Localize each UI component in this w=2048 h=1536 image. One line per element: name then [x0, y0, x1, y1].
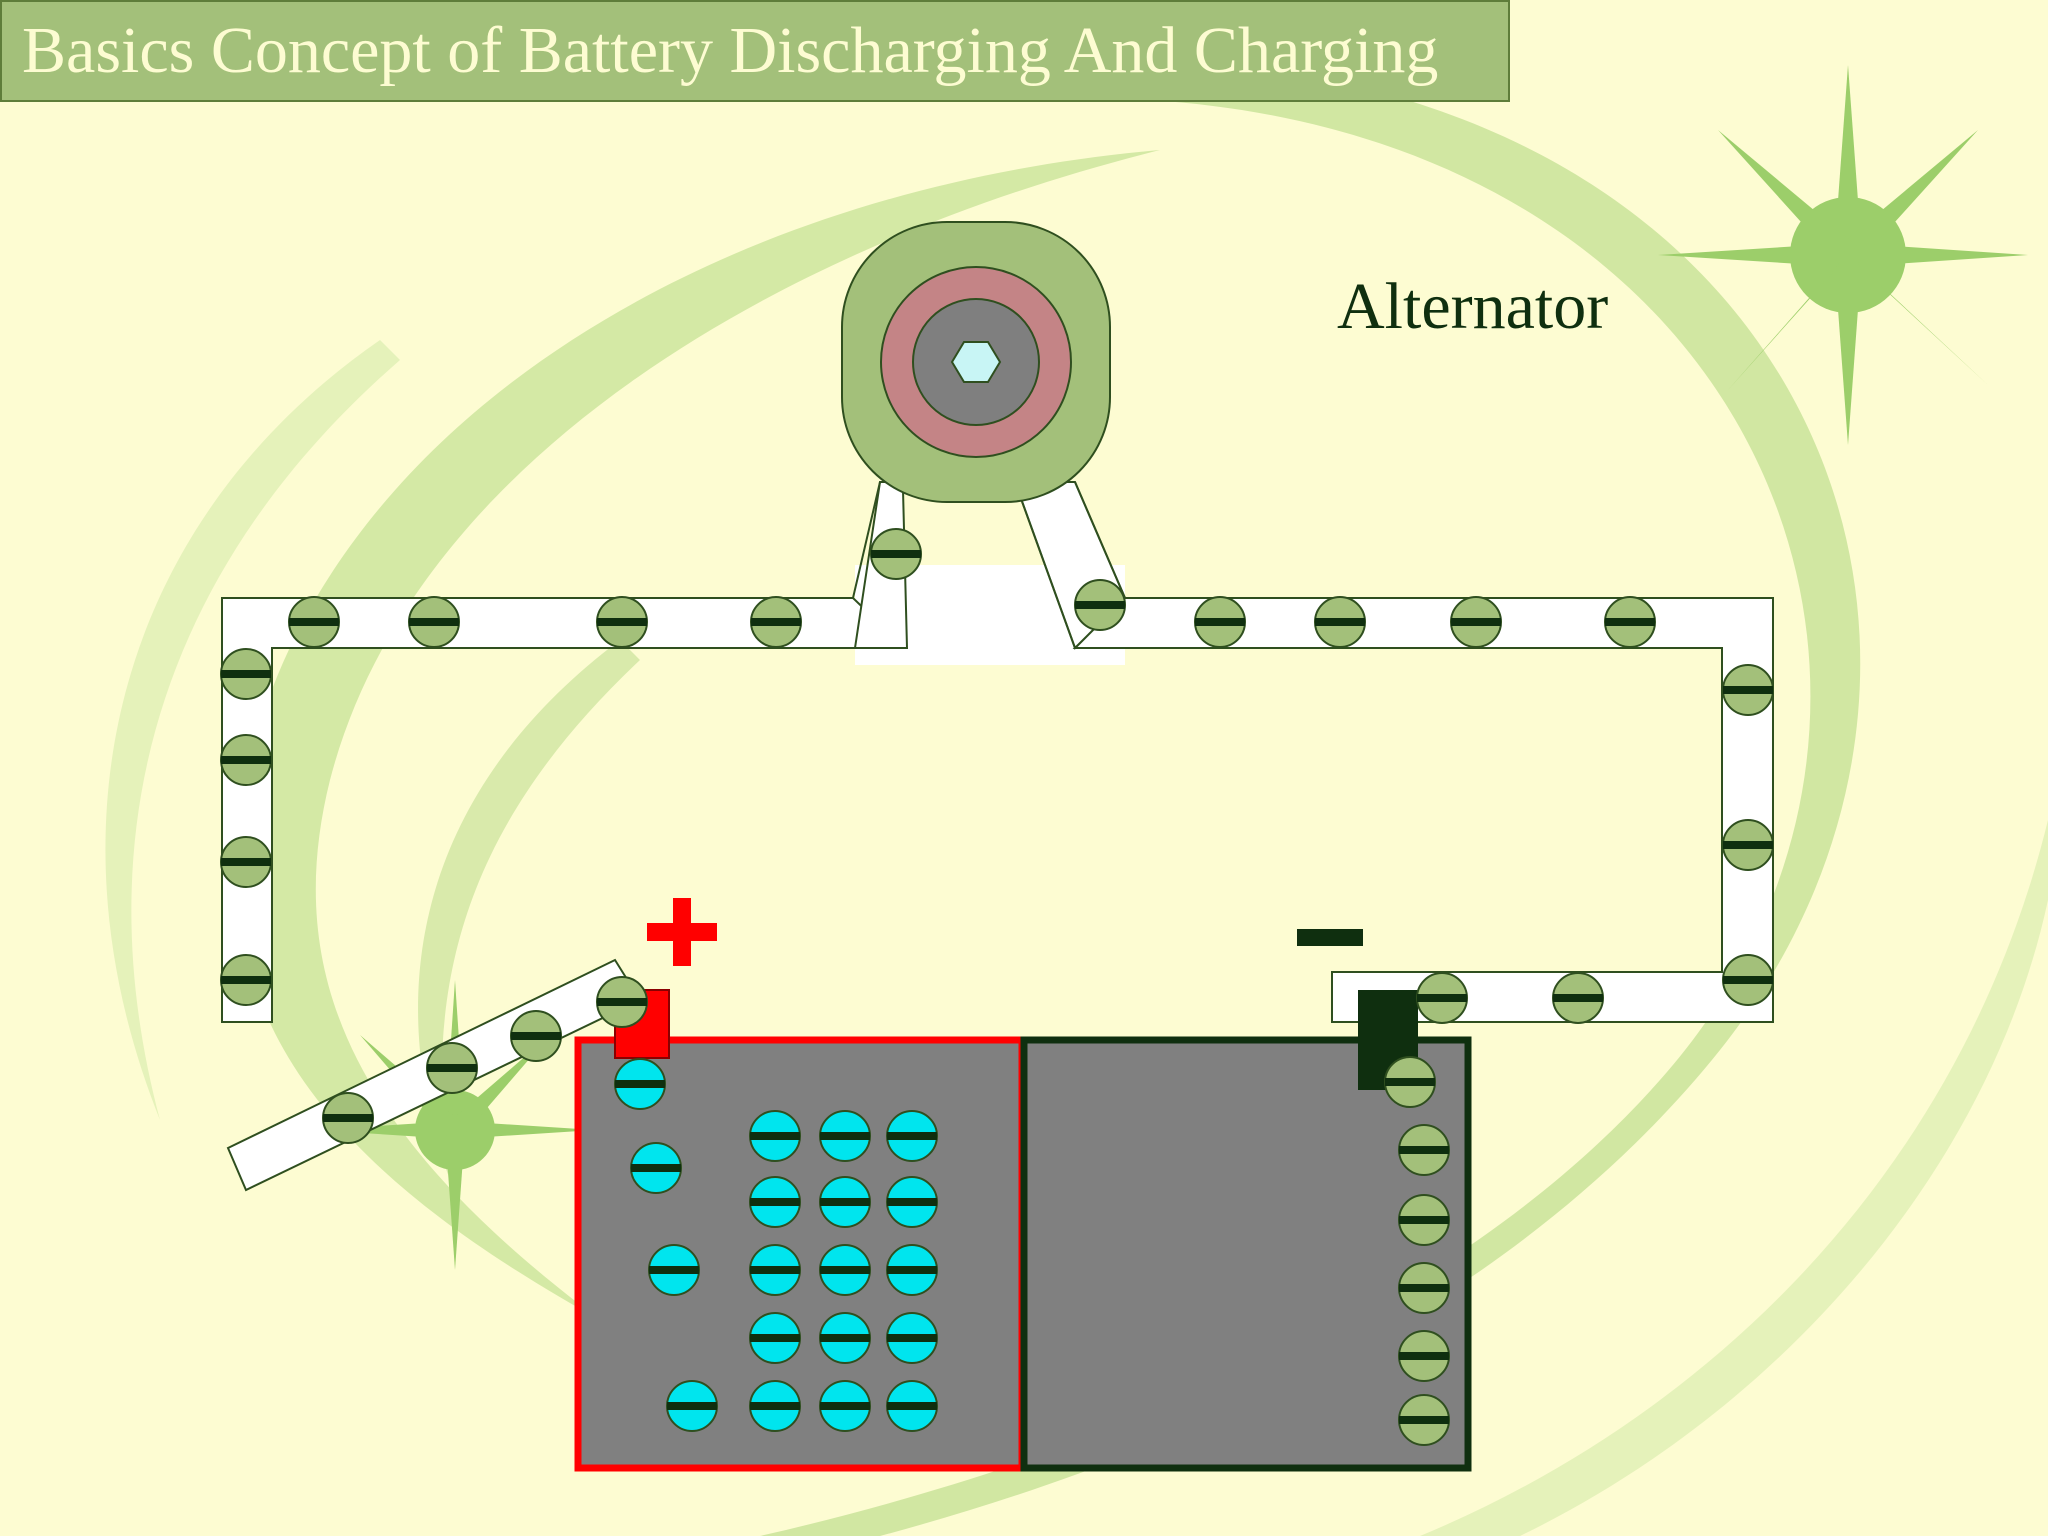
electron-minus-icon [886, 1176, 938, 1228]
bg-swirl-bottom-right [1420, 820, 2048, 1536]
electron-minus-icon [819, 1244, 871, 1296]
electron-minus-icon [1722, 819, 1774, 871]
electron-minus-icon [1314, 596, 1366, 648]
sparkle-star-large [1658, 65, 2028, 445]
electron-minus-icon [1194, 596, 1246, 648]
plus-sign-icon [647, 898, 717, 966]
electron-minus-icon [630, 1142, 682, 1194]
electron-minus-icon [886, 1110, 938, 1162]
electron-minus-icon [1552, 972, 1604, 1024]
wire-loop [221, 597, 908, 1023]
electron-minus-icon [1722, 664, 1774, 716]
electron-minus-icon [648, 1244, 700, 1296]
sparkle-star-small [315, 980, 595, 1270]
electron-minus-icon [1384, 1056, 1436, 1108]
battery-negative-cell [1020, 1036, 1472, 1472]
electron-minus-icon [220, 648, 272, 700]
wire-right [1072, 597, 1774, 1023]
electron-minus-icon [322, 1092, 374, 1144]
electron-minus-icon [614, 1058, 666, 1110]
electron-minus-icon [288, 596, 340, 648]
electron-minus-icon [1398, 1394, 1450, 1446]
electron-minus-icon [819, 1110, 871, 1162]
electron-minus-icon [1398, 1194, 1450, 1246]
electron-minus-icon [886, 1312, 938, 1364]
electron-minus-icon [870, 528, 922, 580]
minus-sign-icon [1297, 929, 1363, 946]
electron-minus-icon [220, 954, 272, 1006]
electron-minus-icon [1604, 596, 1656, 648]
electron-minus-icon [886, 1380, 938, 1432]
title-bar: Basics Concept of Battery Discharging An… [0, 0, 1510, 102]
alternator [841, 221, 1111, 503]
electron-minus-icon [1416, 972, 1468, 1024]
electron-minus-icon [819, 1380, 871, 1432]
electron-minus-icon [819, 1312, 871, 1364]
electron-minus-icon [749, 1176, 801, 1228]
page-title: Basics Concept of Battery Discharging An… [22, 14, 1439, 87]
electron-minus-icon [1450, 596, 1502, 648]
electron-minus-icon [220, 836, 272, 888]
electron-minus-icon [819, 1176, 871, 1228]
electron-minus-icon [510, 1010, 562, 1062]
bg-swirl-outer-left [105, 340, 400, 1120]
electron-minus-icon [1722, 954, 1774, 1006]
electron-minus-icon [749, 1312, 801, 1364]
electron-minus-icon [1398, 1124, 1450, 1176]
alternator-hub-icon [950, 341, 1002, 383]
battery-positive-cell [574, 1036, 1026, 1472]
electron-minus-icon [666, 1380, 718, 1432]
alternator-label: Alternator [1337, 270, 1609, 343]
electron-minus-icon [749, 1110, 801, 1162]
electron-minus-icon [1398, 1330, 1450, 1382]
bg-swirl-left [236, 150, 1161, 1320]
electron-minus-icon [408, 596, 460, 648]
bg-swirl-large [760, 60, 1861, 1536]
electron-minus-icon [886, 1244, 938, 1296]
electron-minus-icon [596, 976, 648, 1028]
electron-minus-icon [750, 596, 802, 648]
electron-minus-icon [1398, 1262, 1450, 1314]
electrons [220, 528, 1774, 1446]
electron-minus-icon [220, 734, 272, 786]
electron-minus-icon [596, 596, 648, 648]
electron-minus-icon [749, 1380, 801, 1432]
electron-minus-icon [749, 1244, 801, 1296]
electron-minus-icon [1074, 579, 1126, 631]
electron-minus-icon [426, 1042, 478, 1094]
